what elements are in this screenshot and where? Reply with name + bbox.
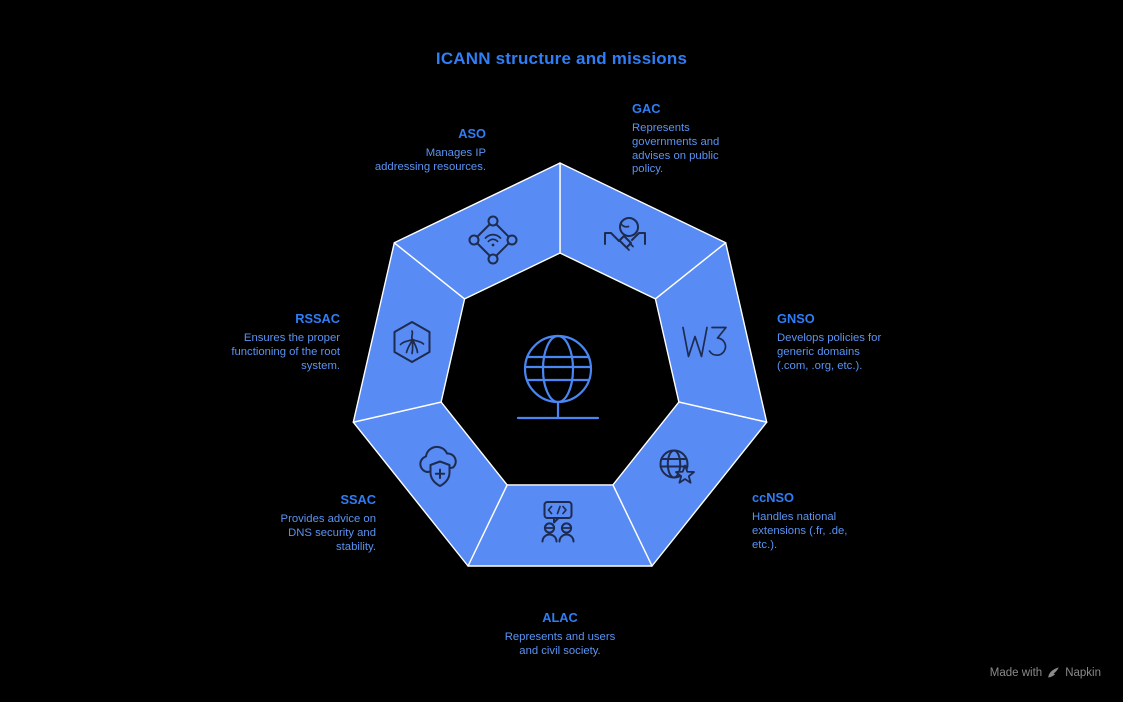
network-nodes-icon	[468, 215, 518, 265]
label-gnso: GNSO Develops policies for generic domai…	[777, 311, 907, 373]
section-description-ccnso: Handles national extensions (.fr, .de, e…	[752, 511, 848, 551]
attribution-text: Made with	[989, 666, 1043, 679]
section-description-gac: Represents governments and advises on pu…	[632, 122, 720, 176]
section-description-gnso: Develops policies for generic domains (.…	[777, 332, 882, 372]
root-system-icon	[393, 321, 431, 363]
section-name-gac: GAC	[632, 101, 661, 116]
section-description-alac: Represents and users and civil society.	[504, 631, 616, 657]
section-name-gnso: GNSO	[777, 311, 815, 326]
label-rssac: RSSAC Ensures the proper functioning of …	[180, 311, 340, 373]
napkin-logo-icon	[1048, 667, 1059, 678]
label-ccnso: ccNSO Handles national extensions (.fr, …	[752, 490, 872, 552]
globe-stand-icon	[516, 334, 600, 420]
globe-star-icon	[659, 449, 695, 484]
section-name-alac: ALAC	[542, 610, 578, 625]
page-title: ICANN structure and missions	[435, 49, 688, 68]
segment-aso	[393, 162, 561, 300]
label-ssac: SSAC Provides advice on DNS security and…	[246, 492, 376, 554]
section-description-ssac: Provides advice on DNS security and stab…	[280, 513, 376, 553]
handshake-globe-icon	[604, 217, 646, 251]
w3-icon	[682, 326, 727, 358]
section-name-ccnso: ccNSO	[752, 490, 794, 505]
label-alac: ALAC Represents and users and civil soci…	[460, 610, 660, 659]
section-description-aso: Manages IP addressing resources.	[374, 147, 486, 173]
section-name-ssac: SSAC	[340, 492, 376, 507]
community-chat-icon	[541, 501, 575, 543]
section-description-rssac: Ensures the proper functioning of the ro…	[231, 332, 340, 372]
section-name-aso: ASO	[458, 126, 486, 141]
attribution: Made with Napkin	[990, 666, 1101, 679]
cloud-shield-icon	[419, 445, 457, 487]
section-name-rssac: RSSAC	[295, 311, 340, 326]
label-aso: ASO Manages IP addressing resources.	[326, 126, 486, 175]
label-gac: GAC Represents governments and advises o…	[632, 101, 750, 177]
attribution-brand: Napkin	[1065, 666, 1101, 679]
